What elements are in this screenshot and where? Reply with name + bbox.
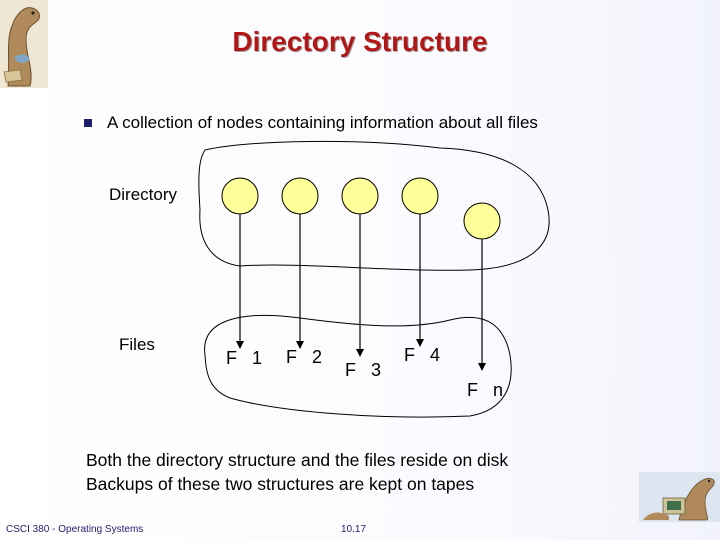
files-label: Files: [119, 335, 155, 354]
footer-course: CSCI 380 - Operating Systems: [6, 524, 144, 535]
file-f1: F 1: [226, 348, 268, 368]
square-bullet-icon: [84, 119, 92, 127]
directory-node-3: [341, 177, 379, 215]
directory-node-1: [221, 177, 259, 215]
bullet-item: A collection of nodes containing informa…: [84, 113, 538, 133]
directory-label: Directory: [109, 185, 178, 204]
note-line-1: Both the directory structure and the fil…: [86, 450, 509, 470]
file-f3: F 3: [345, 360, 387, 380]
directory-node-5: [463, 202, 501, 240]
note-line-2: Backups of these two structures are kept…: [86, 474, 475, 494]
file-fn: F n: [467, 380, 509, 400]
directory-boundary: [198, 140, 550, 271]
slide-title: Directory Structure: [232, 26, 488, 57]
directory-node-2: [281, 177, 319, 215]
file-f2: F 2: [286, 347, 328, 367]
directory-node-4: [401, 177, 439, 215]
dinosaur-mascot-top-icon: [0, 0, 48, 88]
dinosaur-mascot-bottom-icon: [639, 472, 720, 522]
file-f4: F 4: [404, 345, 446, 365]
bullet-text: A collection of nodes containing informa…: [107, 113, 538, 132]
footer-page-number: 10.17: [341, 524, 367, 535]
